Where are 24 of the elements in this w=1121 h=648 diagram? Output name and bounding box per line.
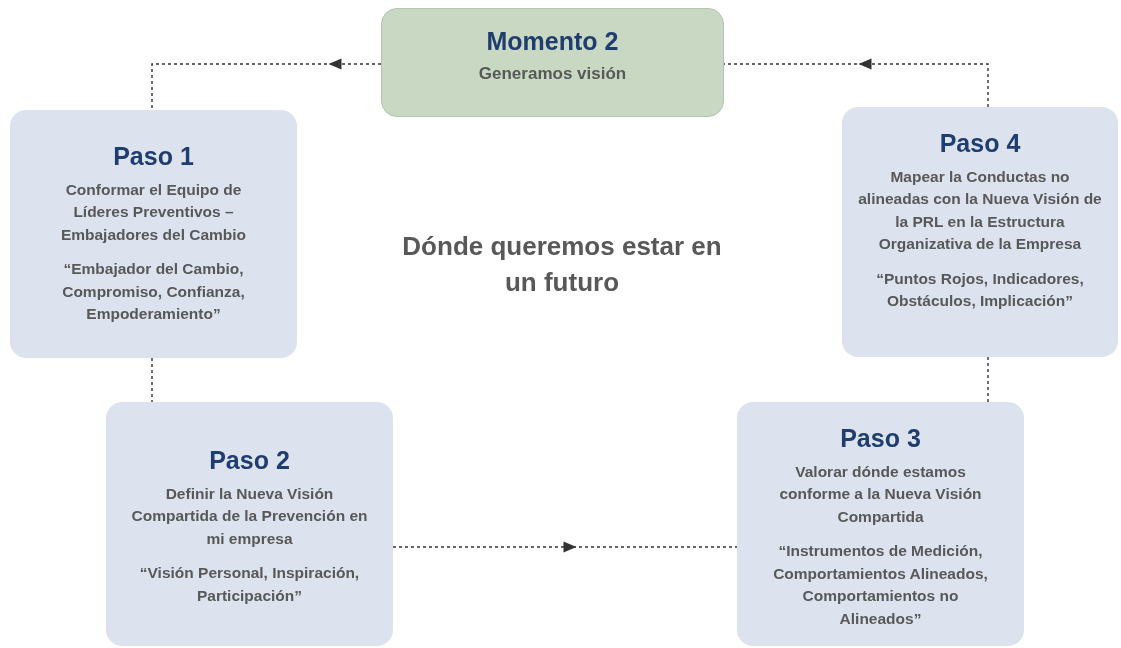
step-heading: Paso 3 — [840, 424, 921, 453]
step-card — [10, 110, 297, 358]
stage-box — [381, 8, 724, 117]
step-card — [737, 402, 1024, 646]
arrow — [151, 58, 382, 111]
step-heading: Paso 1 — [113, 142, 194, 171]
center-statement: Dónde queremos estar en un futuro — [401, 230, 723, 300]
arrow — [392, 541, 738, 553]
step-description: Conformar el Equipo de Líderes Preventivos – Embajadores del Cambio — [59, 180, 248, 245]
connector-line — [987, 356, 989, 403]
keywords-quote: “Visión Personal, Inspiración, Participación” — [138, 563, 361, 606]
step-description: Generamos visión — [477, 63, 628, 85]
connector-line — [151, 357, 153, 403]
step-heading: Momento 2 — [486, 27, 619, 56]
step-heading: Paso 4 — [939, 129, 1021, 158]
keywords-quote: “Puntos Rojos, Indicadores, Obstáculos, Implicación” — [875, 268, 1085, 312]
step-card — [842, 107, 1118, 357]
step-description: Mapear la Conductas no alineadas con la Nueva Visión de la PRL en la Estructura Organizativa de la Empresa — [857, 167, 1103, 255]
keywords-quote: “Instrumentos de Medición, Comportamientos Alineados, Comportamientos no Alineados” — [772, 541, 989, 629]
step-description: Definir la Nueva Visión Compartida de la Prevención en mi empresa — [130, 484, 369, 549]
step-description: Valorar dónde estamos conforme a la Nueva Visión Compartida — [778, 462, 983, 527]
step-card — [106, 402, 393, 646]
keywords-quote: “Embajador del Cambio, Compromiso, Confianza, Empoderamiento” — [61, 259, 246, 325]
step-heading: Paso 2 — [209, 446, 290, 475]
